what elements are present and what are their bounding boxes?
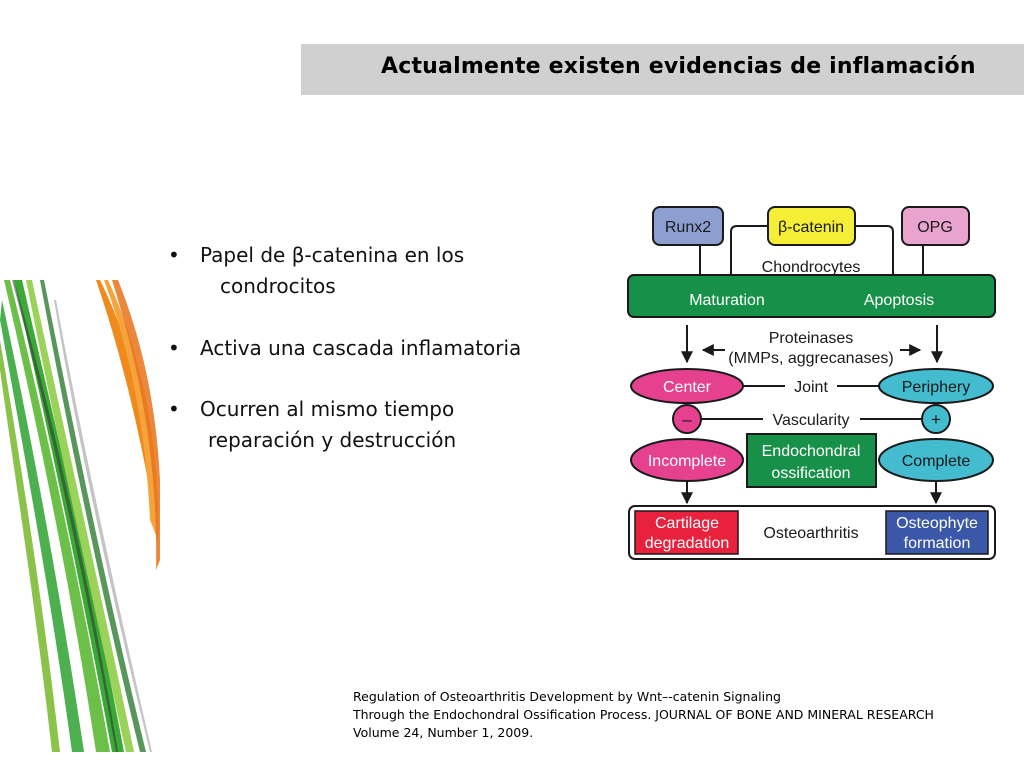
beta-catenin-label: β-catenin [778,219,844,236]
plus-circle [921,404,951,434]
center-ellipse [630,368,744,404]
proteinases-sublabel: (MMPs, aggrecanases) [728,350,893,367]
periphery-ellipse [878,368,994,404]
formation-label: formation [904,535,971,552]
citation-line: Volume 24, Number 1, 2009. [353,725,534,740]
endochondral-label: Endochondral [762,443,861,460]
joint-label: Joint [794,379,828,396]
complete-ellipse [878,438,994,482]
degradation-label: degradation [645,535,730,552]
decorative-streaks [0,280,160,752]
bullet-text: Ocurren al mismo tiempo [200,397,455,421]
osteophyte-formation-box [885,510,989,555]
opg-box [901,206,970,246]
proteinases-label-bg [725,325,900,369]
bullet-text-continuation: condrocitos [220,274,336,298]
minus-circle [672,404,702,434]
incomplete-ellipse [630,438,744,482]
chondrocytes-label: Chondrocytes [762,259,861,276]
ossification-label: ossification [771,465,850,482]
bullet-item: • Ocurren al mismo tiempo reparación y d… [168,394,548,456]
complete-label: Complete [902,453,971,470]
beta-catenin-to-apoptosis-inhibition [855,225,894,278]
plus-sign: + [931,410,941,429]
joint-label-bg [785,376,837,396]
endochondral-box [746,433,877,488]
periphery-label: Periphery [902,379,970,396]
citation: Regulation of Osteoarthritis Development… [353,688,934,742]
center-label: Center [663,379,712,396]
bullet-marker: • [168,336,180,360]
chondrocytes-bar [627,274,996,318]
bullet-item: • Papel de β-catenina en los condrocitos [168,240,548,302]
runx2-label: Runx2 [665,219,711,236]
minus-sign: – [682,410,692,429]
bullet-marker: • [168,397,180,421]
citation-line: Regulation of Osteoarthritis Development… [353,689,781,704]
cartilage-degradation-box [634,510,739,555]
osteoarthritis-label: Osteoarthritis [763,525,858,542]
title-bar [301,44,1024,95]
pathway-diagram: Runx2 β-catenin OPG Chondrocytes Maturat… [627,206,996,560]
bullet-text: Papel de β-catenina en los [200,243,465,267]
apoptosis-label: Apoptosis [864,292,934,309]
vascularity-label: Vascularity [772,412,849,429]
bullet-text: Activa una cascada inflamatoria [200,336,522,360]
osteophyte-label: Osteophyte [896,515,978,532]
incomplete-label: Incomplete [648,453,726,470]
bullet-text-continuation: reparación y destrucción [208,428,457,452]
bullet-item: • Activa una cascada inflamatoria [168,333,548,364]
bullet-list: • Papel de β-catenina en los condrocitos… [168,240,548,456]
cartilage-label: Cartilage [655,515,719,532]
beta-catenin-to-maturation-arrow [725,225,768,289]
opg-label: OPG [917,219,953,236]
runx2-box [652,206,724,246]
bullet-marker: • [168,243,180,267]
proteinases-label: Proteinases [769,330,854,347]
vascularity-label-bg [763,409,860,429]
citation-line: Through the Endochondral Ossification Pr… [353,707,934,722]
maturation-label: Maturation [689,292,765,309]
slide-title: Actualmente existen evidencias de inflam… [381,54,976,79]
